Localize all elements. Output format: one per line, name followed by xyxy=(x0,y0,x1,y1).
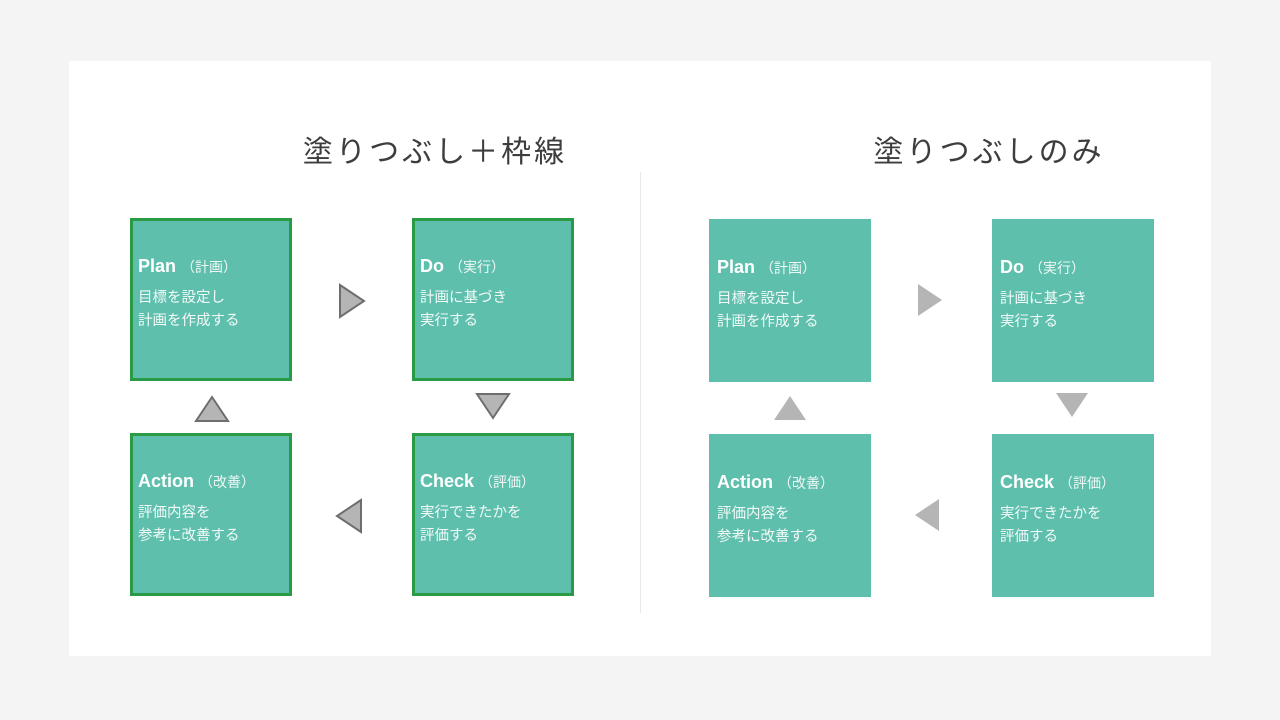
desc-line-1: 評価内容を xyxy=(138,504,211,521)
pdca-box-desc: 目標を設定し計画を作成する xyxy=(717,288,871,335)
pdca-title-jp: （改善） xyxy=(778,475,835,491)
pdca-box-desc: 目標を設定し計画を作成する xyxy=(138,287,289,334)
pdca-box-desc: 計画に基づき実行する xyxy=(1000,288,1154,335)
pdca-box-desc: 実行できたかを評価する xyxy=(420,502,571,549)
desc-line-1: 実行できたかを xyxy=(1000,505,1102,522)
desc-line-1: 目標を設定し xyxy=(717,290,804,307)
desc-line-2: 実行する xyxy=(420,313,478,330)
triangle-right-icon xyxy=(918,284,942,316)
pdca-title-en: Do xyxy=(1000,257,1024,277)
pdca-box-plan-filled[interactable]: Plan （計画） 目標を設定し計画を作成する xyxy=(709,219,871,382)
pdca-box-heading: Check （評価） xyxy=(1000,472,1154,494)
desc-line-1: 実行できたかを xyxy=(420,504,522,521)
pdca-title-jp: （改善） xyxy=(199,474,256,490)
pdca-box-action-filled[interactable]: Action （改善） 評価内容を参考に改善する xyxy=(709,434,871,597)
pdca-box-heading: Plan （計画） xyxy=(717,257,871,279)
pdca-box-desc: 評価内容を参考に改善する xyxy=(138,502,289,549)
pdca-box-heading: Do （実行） xyxy=(1000,257,1154,279)
pdca-box-do-filled[interactable]: Do （実行） 計画に基づき実行する xyxy=(992,219,1154,382)
pdca-title-jp: （計画） xyxy=(181,259,238,275)
pdca-box-check-filled[interactable]: Check （評価） 実行できたかを評価する xyxy=(992,434,1154,597)
pdca-title-en: Check xyxy=(420,471,475,491)
panel-title-filled-outlined: 塗りつぶし＋枠線 xyxy=(302,136,568,169)
pdca-box-action-outlined[interactable]: Action （改善） 評価内容を参考に改善する xyxy=(130,433,292,596)
pdca-title-en: Plan xyxy=(138,256,177,276)
triangle-left-icon xyxy=(915,499,939,531)
pdca-box-heading: Check （評価） xyxy=(420,471,571,493)
pdca-box-heading: Action （改善） xyxy=(717,472,871,494)
pdca-box-heading: Action （改善） xyxy=(138,471,289,493)
triangle-down-icon xyxy=(1056,393,1088,417)
panel-divider xyxy=(640,172,641,613)
pdca-box-plan-outlined[interactable]: Plan （計画） 目標を設定し計画を作成する xyxy=(130,218,292,381)
pdca-title-jp: （計画） xyxy=(760,260,817,276)
pdca-title-jp: （実行） xyxy=(1029,260,1086,276)
pdca-title-en: Action xyxy=(717,472,773,492)
desc-line-1: 計画に基づき xyxy=(420,289,507,306)
triangle-left-icon xyxy=(335,498,362,534)
desc-line-1: 目標を設定し xyxy=(138,289,225,306)
pdca-box-desc: 評価内容を参考に改善する xyxy=(717,503,871,550)
pdca-box-do-outlined[interactable]: Do （実行） 計画に基づき実行する xyxy=(412,218,574,381)
pdca-box-check-outlined[interactable]: Check （評価） 実行できたかを評価する xyxy=(412,433,574,596)
desc-line-1: 計画に基づき xyxy=(1000,290,1087,307)
desc-line-2: 計画を作成する xyxy=(717,314,819,331)
desc-line-2: 参考に改善する xyxy=(717,529,819,546)
slide-canvas: 塗りつぶし＋枠線 塗りつぶしのみ Plan （計画） 目標を設定し計画を作成する… xyxy=(69,61,1211,656)
pdca-title-jp: （評価） xyxy=(479,474,536,490)
pdca-box-desc: 計画に基づき実行する xyxy=(420,287,571,334)
desc-line-2: 実行する xyxy=(1000,314,1058,331)
triangle-right-icon xyxy=(339,283,366,319)
pdca-box-desc: 実行できたかを評価する xyxy=(1000,503,1154,550)
desc-line-1: 評価内容を xyxy=(717,505,790,522)
desc-line-2: 評価する xyxy=(1000,529,1058,546)
triangle-up-icon xyxy=(194,395,230,422)
triangle-up-icon xyxy=(774,396,806,420)
pdca-box-heading: Do （実行） xyxy=(420,256,571,278)
pdca-title-jp: （評価） xyxy=(1059,475,1116,491)
pdca-title-en: Plan xyxy=(717,257,756,277)
pdca-box-heading: Plan （計画） xyxy=(138,256,289,278)
desc-line-2: 参考に改善する xyxy=(138,528,240,545)
pdca-title-en: Action xyxy=(138,471,194,491)
triangle-down-icon xyxy=(475,393,511,420)
desc-line-2: 計画を作成する xyxy=(138,313,240,330)
pdca-title-jp: （実行） xyxy=(449,259,506,275)
desc-line-2: 評価する xyxy=(420,528,478,545)
pdca-title-en: Do xyxy=(420,256,444,276)
pdca-title-en: Check xyxy=(1000,472,1055,492)
panel-title-filled-only: 塗りつぶしのみ xyxy=(873,136,1105,169)
